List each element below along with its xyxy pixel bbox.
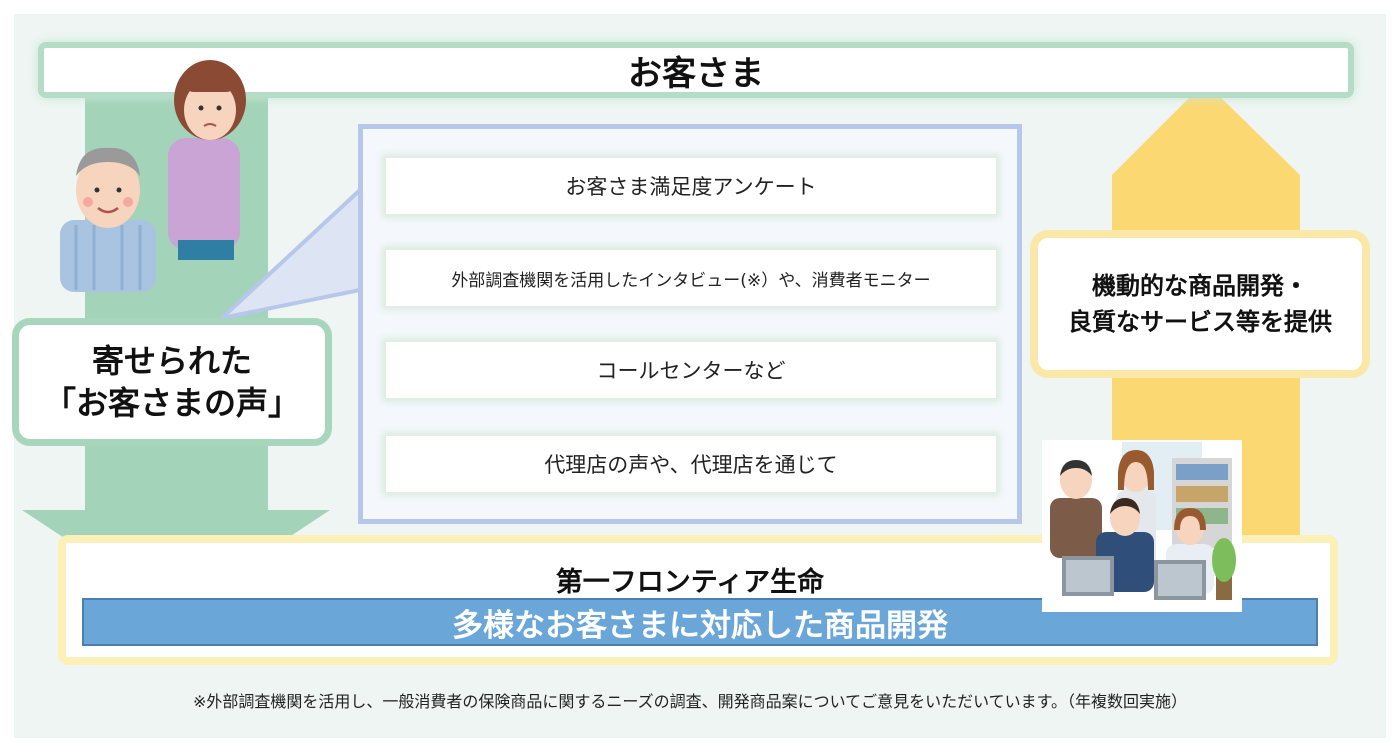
provide-services-box: 機動的な商品開発・ 良質なサービス等を提供 [1030, 230, 1370, 378]
office-staff-illustration [1042, 440, 1242, 612]
voice-channel-call-center: コールセンターなど [385, 341, 997, 399]
product-development-label: 多様なお客さまに対応した商品開発 [452, 607, 948, 644]
customer-title: お客さま [628, 53, 764, 94]
provide-line2: 良質なサービス等を提供 [1068, 308, 1332, 336]
company-name: 第一フロンティア生命 [555, 567, 825, 598]
voice-channels-panel: お客さま満足度アンケート 外部調査機関を活用したインタビュー(※）や、消費者モニ… [358, 124, 1022, 524]
voice-channel-label: 代理店の声や、代理店を通じて [544, 453, 838, 477]
customer-bar: お客さま [38, 42, 1354, 98]
voices-label-line1: 寄せられた [91, 341, 252, 380]
provide-line1: 機動的な商品開発・ [1092, 272, 1308, 300]
footnote: ※外部調査機関を活用し、一般消費者の保険商品に関するニーズの調査、開発商品案につ… [192, 692, 1188, 711]
voices-label-line2: 「お客さまの声」 [43, 384, 300, 422]
voice-channel-label: コールセンターなど [596, 359, 786, 383]
voice-channel-label: 外部調査機関を活用したインタビュー(※）や、消費者モニター [451, 270, 931, 291]
voice-channel-label: お客さま満足度アンケート [565, 175, 817, 199]
voice-channel-interview: 外部調査機関を活用したインタビュー(※）や、消費者モニター [385, 249, 997, 307]
customers-illustration [60, 60, 246, 292]
voice-channel-agency: 代理店の声や、代理店を通じて [385, 435, 997, 493]
voice-channel-survey: お客さま満足度アンケート [385, 157, 997, 215]
customer-voices-label: 寄せられた 「お客さまの声」 [12, 318, 332, 446]
